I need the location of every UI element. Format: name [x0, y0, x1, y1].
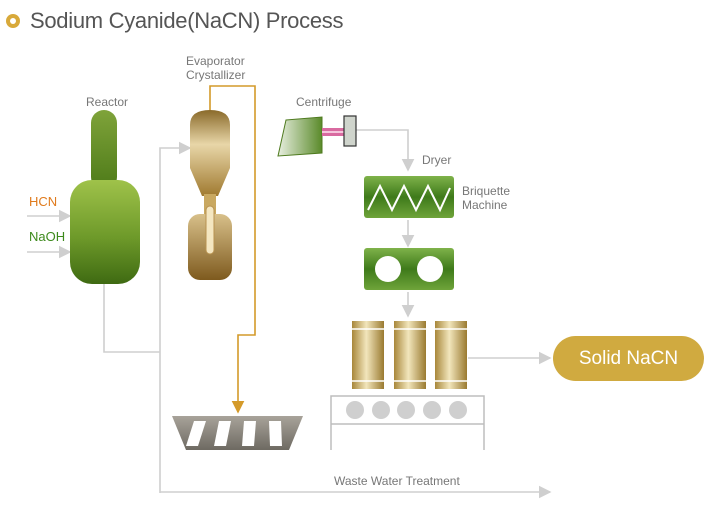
centrifuge-label: Centrifuge	[296, 95, 352, 109]
orange-lines	[209, 85, 256, 414]
crystallizer-to-tray-arrow	[209, 85, 256, 414]
dryer-label: Dryer	[422, 153, 452, 167]
dryer	[364, 176, 454, 218]
waste-water-label: Waste Water Treatment	[334, 474, 460, 488]
flow-lines	[27, 129, 552, 499]
naoh-label: NaOH	[29, 229, 66, 244]
recycle-line	[159, 141, 192, 493]
crystallizer-label: Crystallizer	[186, 68, 246, 82]
evaporator-crystallizer	[188, 110, 232, 280]
machine-label: Machine	[462, 198, 508, 212]
briquette-label: Briquette	[462, 184, 511, 198]
reactor	[70, 110, 140, 284]
centrifuge-to-dryer-arrow	[356, 129, 415, 172]
briquette-machine	[364, 248, 454, 290]
filter-tray	[172, 416, 303, 450]
centrifuge	[277, 115, 357, 157]
conveyor	[330, 395, 485, 450]
evaporator-label: Evaporator	[186, 54, 245, 68]
reactor-label: Reactor	[86, 95, 129, 109]
product-drums	[352, 321, 467, 389]
page-title: Sodium Cyanide(NaCN) Process	[30, 8, 344, 33]
title-block: Sodium Cyanide(NaCN) Process	[6, 8, 343, 34]
product-badge: Solid NaCN	[553, 336, 704, 381]
hcn-label: HCN	[29, 194, 58, 209]
title-bullet-icon	[6, 14, 20, 28]
reactor-outlet-line	[103, 284, 160, 353]
